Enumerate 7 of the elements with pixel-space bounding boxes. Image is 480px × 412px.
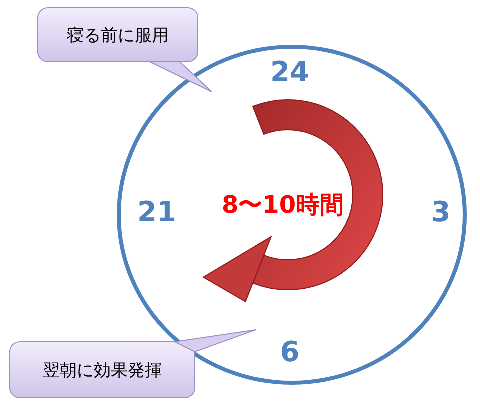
clock-number: 21 bbox=[138, 196, 176, 228]
clock-number: 3 bbox=[431, 196, 451, 228]
clock-number: 24 bbox=[270, 56, 310, 88]
duration-label: 8〜10時間 bbox=[222, 190, 344, 221]
callout-text: 翌朝に効果発揮 bbox=[43, 360, 162, 382]
clock-number: 6 bbox=[280, 336, 300, 368]
callout-text: 寝る前に服用 bbox=[67, 24, 169, 46]
